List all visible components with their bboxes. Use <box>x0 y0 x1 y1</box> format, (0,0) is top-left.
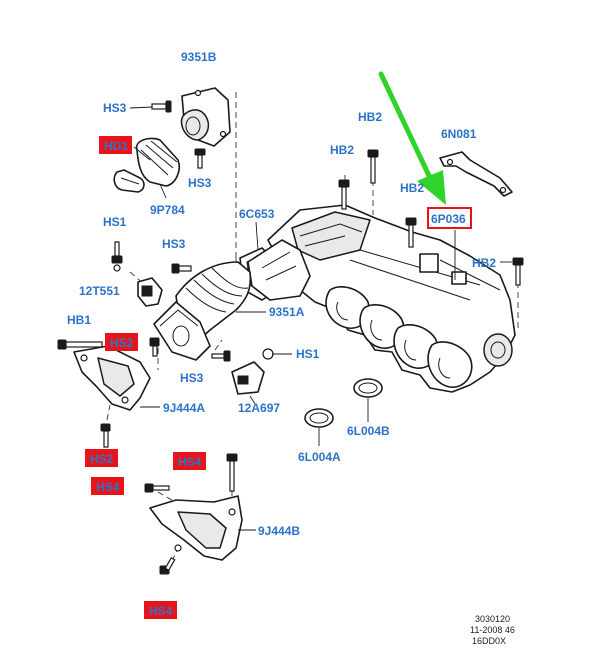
part-9351b-flange <box>180 87 231 147</box>
bolt-hb2-a <box>338 179 350 210</box>
label-hb2-a: HB2 <box>358 110 382 124</box>
label-hs2-a: HS2 <box>110 336 134 350</box>
part-throttle-elbow <box>247 239 311 301</box>
screw-hs2-a <box>149 337 160 357</box>
screw-hs3-mid <box>194 148 206 169</box>
part-12a697-sensor <box>231 348 274 395</box>
label-hb2-b: HB2 <box>330 143 354 157</box>
screw-hs3-b <box>171 263 192 274</box>
bolt-hs4-c <box>159 556 176 575</box>
label-hb2-c: HB2 <box>400 181 424 195</box>
highlight-hd1 <box>99 136 132 154</box>
label-hs3-c: HS3 <box>180 371 204 385</box>
label-hs3-top: HS3 <box>103 101 127 115</box>
footer-line-1: 3030120 <box>475 614 510 624</box>
bolt-hs4-b <box>144 483 170 493</box>
highlight-hs2-a <box>105 333 138 351</box>
highlight-hs2-b <box>85 449 118 467</box>
label-hs4-a: HS4 <box>178 455 202 469</box>
label-6n081: 6N081 <box>441 127 477 141</box>
label-12a697: 12A697 <box>238 401 280 415</box>
label-6l004a: 6L004A <box>298 450 341 464</box>
bolt-hs4-a <box>226 453 238 492</box>
label-6p036: 6P036 <box>431 212 466 226</box>
part-12t551-sensor <box>137 277 163 307</box>
label-9j444a: 9J444A <box>163 401 205 415</box>
bolt-hb1 <box>57 339 103 350</box>
part-6n081-bracket <box>439 151 513 197</box>
label-hb1: HB1 <box>67 313 91 327</box>
bolt-hb2-b <box>367 149 379 184</box>
footer-line-2: 11-2008 46 <box>470 625 515 635</box>
part-9351a-corrugated-tube <box>153 261 252 361</box>
footer-line-3: 16DD0X <box>472 636 506 646</box>
label-hs3-b: HS3 <box>162 237 186 251</box>
part-6l004b-seal <box>353 378 383 398</box>
label-9351b: 9351B <box>181 50 217 64</box>
highlight-hs4-b <box>91 477 124 495</box>
part-6p036-intake-manifold <box>267 204 516 393</box>
green-arrow-indicator <box>378 71 446 205</box>
screw-hs3-c <box>211 350 231 362</box>
label-hb2-d: HB2 <box>472 256 496 270</box>
footer-reference: 3030120 11-2008 46 16DD0X <box>470 614 515 646</box>
label-hd1: HD1 <box>104 139 128 153</box>
highlight-hs4-a <box>173 452 206 470</box>
part-9j444b-bracket <box>149 495 243 561</box>
part-9p784-boot <box>113 137 181 193</box>
screw-hs3-top <box>129 100 172 113</box>
label-9j444b: 9J444B <box>258 524 300 538</box>
bolt-hb2-c <box>405 217 417 248</box>
label-hs1-a: HS1 <box>103 215 127 229</box>
label-hs4-c: HS4 <box>149 604 173 618</box>
part-6l004a-seal <box>304 408 334 428</box>
label-hs4-b: HS4 <box>96 480 120 494</box>
screw-hs1-a <box>111 241 123 272</box>
highlight-hs4-c <box>144 601 177 619</box>
label-hs2-b: HS2 <box>90 452 114 466</box>
part-9j444a-bracket <box>73 345 151 411</box>
part-labels: 9351B HS3 HD1 HS3 9P784 HB2 HB2 6N081 HB… <box>67 50 496 618</box>
label-9351a: 9351A <box>269 305 305 319</box>
screw-hs2-b <box>100 423 111 448</box>
label-hs1-b: HS1 <box>296 347 320 361</box>
label-12t551: 12T551 <box>79 284 120 298</box>
label-6c653: 6C653 <box>239 207 275 221</box>
highlight-6p036-box <box>427 207 472 229</box>
label-6l004b: 6L004B <box>347 424 390 438</box>
label-hs3-mid: HS3 <box>188 176 212 190</box>
label-9p784: 9P784 <box>150 203 185 217</box>
bolt-hb2-d <box>512 257 524 286</box>
